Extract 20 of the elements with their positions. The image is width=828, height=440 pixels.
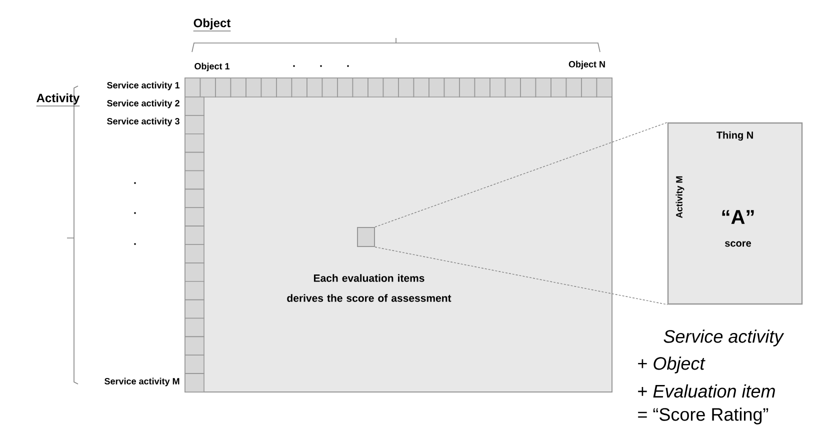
matrix-caption: Each evaluation items derives the score of assessment: [287, 274, 452, 302]
formula-line: + Object: [638, 356, 706, 374]
section-heading: Object: [193, 18, 231, 32]
formula-line: Service activity: [664, 330, 784, 346]
formula-line: = “Score Rating”: [638, 408, 768, 424]
score-value: “A”: [722, 210, 754, 224]
row-label: Service activity 3: [107, 118, 180, 126]
selected-cell: [357, 227, 375, 247]
dashed-line: [374, 246, 668, 305]
row-label: Service activity M: [104, 378, 180, 386]
row-label: Service activity 1: [107, 82, 180, 90]
section-heading: Activity: [36, 93, 80, 106]
zoom-box-title: Thing N: [716, 131, 753, 141]
column-label: Object 1: [194, 62, 230, 72]
dashed-line: [374, 122, 668, 228]
formula-line: + Evaluation item: [638, 384, 775, 398]
score-label: score: [725, 241, 751, 247]
rotated-label: Activity M: [676, 176, 684, 218]
row-label: Service activity 2: [107, 100, 180, 108]
column-label: Object N: [568, 60, 605, 70]
